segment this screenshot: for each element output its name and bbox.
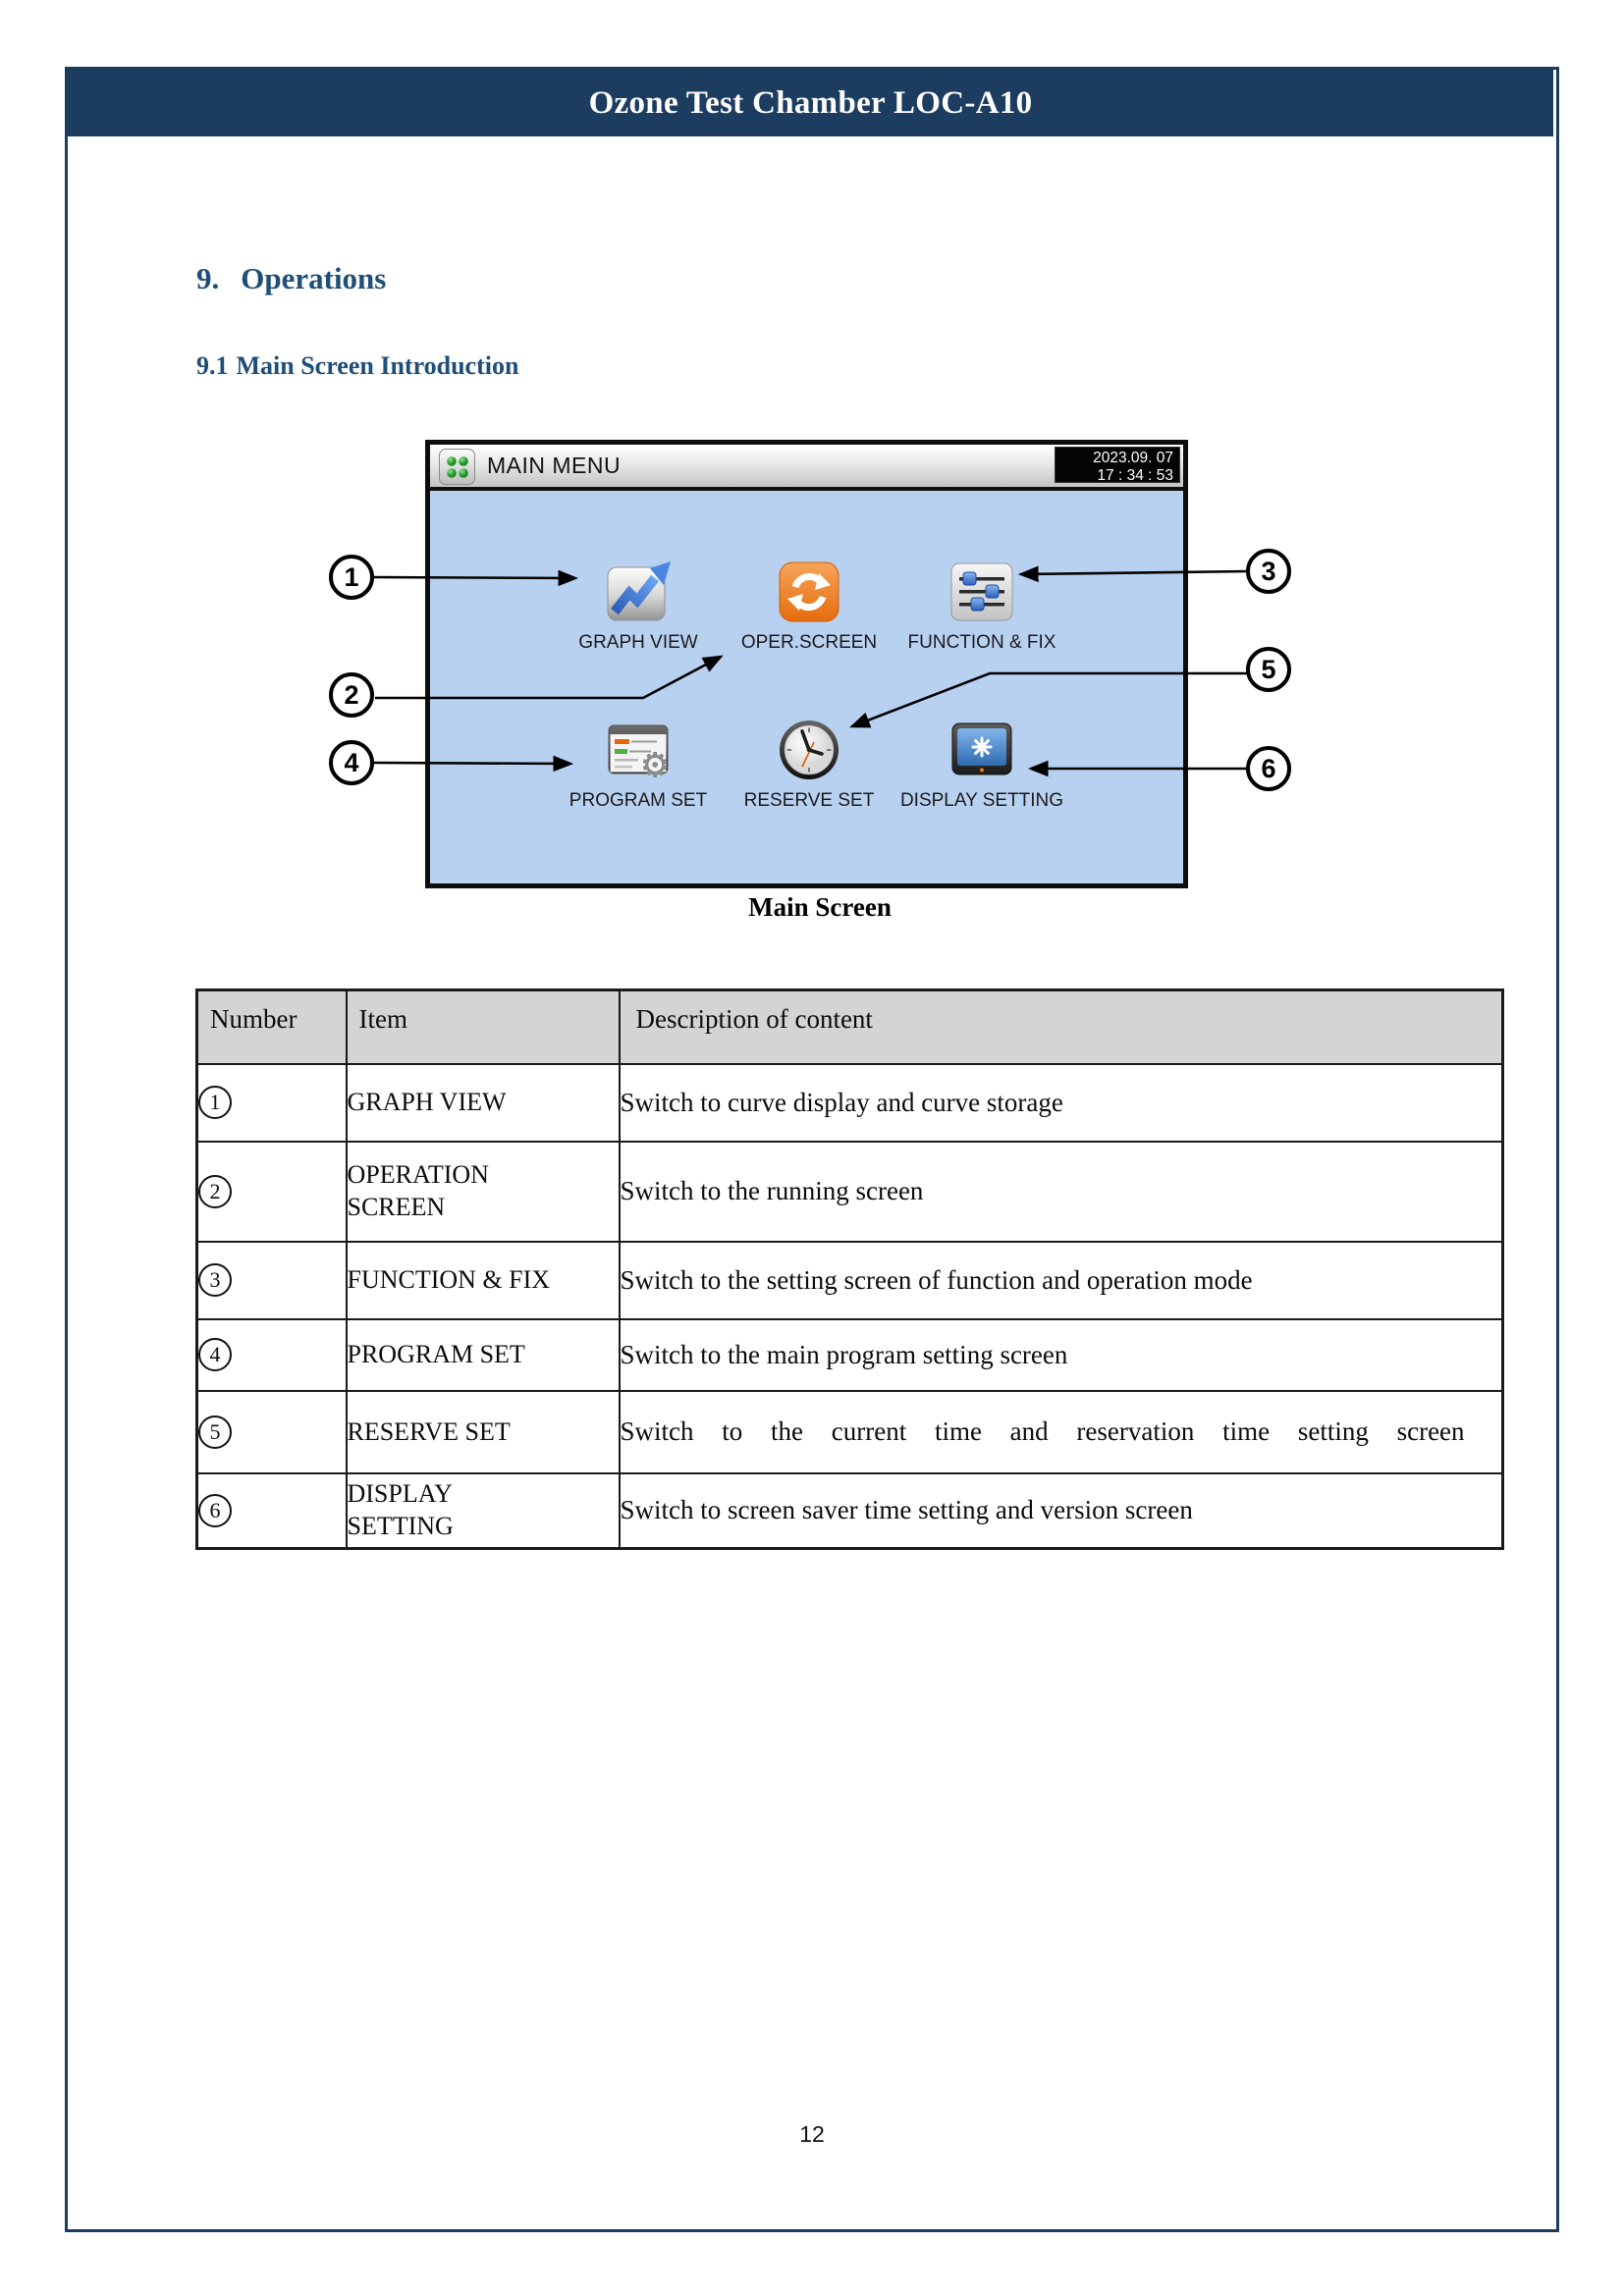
table-row: 4 PROGRAM SET Switch to the main program… — [195, 1317, 1504, 1392]
page-border-frame — [65, 67, 1559, 2232]
row-description: Switch to the current time and reservati… — [618, 1389, 1504, 1474]
table-row: 6 DISPLAY SETTING Switch to screen saver… — [195, 1471, 1504, 1550]
program-set-icon: ⚙ — [545, 719, 731, 781]
callout-circle-6: 6 — [1246, 746, 1291, 791]
row-number-badge: 6 — [198, 1493, 232, 1527]
row-number-badge: 2 — [198, 1174, 232, 1208]
main-screen-figure: MAIN MENU 2023.09. 07 17 : 34 : 53 — [324, 440, 1316, 935]
section-title: Operations — [241, 261, 387, 295]
menu-item-graph-view[interactable]: GRAPH VIEW — [545, 561, 731, 654]
table-row: 1 GRAPH VIEW Switch to curve display and… — [195, 1062, 1504, 1143]
device-screen-body: GRAPH VIEW OPER.SCREEN — [430, 491, 1183, 883]
reserve-set-icon — [716, 719, 902, 781]
display-setting-icon — [889, 719, 1075, 781]
row-number-badge: 4 — [198, 1338, 232, 1371]
row-item: GRAPH VIEW — [347, 1088, 507, 1117]
datetime-display: 2023.09. 07 17 : 34 : 53 — [1055, 447, 1180, 484]
row-item: DISPLAY SETTING — [347, 1479, 454, 1540]
menu-item-reserve-set[interactable]: RESERVE SET — [716, 719, 902, 812]
table-row: 5 RESERVE SET Switch to the current time… — [195, 1389, 1504, 1474]
page-number: 12 — [799, 2121, 825, 2147]
row-item: OPERATION SCREEN — [347, 1160, 489, 1221]
row-number-badge: 3 — [198, 1263, 232, 1297]
menu-label: OPER.SCREEN — [740, 632, 878, 653]
row-description: Switch to the main program setting scree… — [618, 1317, 1504, 1392]
menu-label: PROGRAM SET — [568, 790, 708, 811]
row-item: FUNCTION & FIX — [347, 1265, 551, 1295]
callout-circle-5: 5 — [1246, 647, 1291, 692]
operations-table: Number Item Description of content 1 GRA… — [195, 988, 1504, 1550]
svg-text:⚙: ⚙ — [640, 746, 670, 779]
menu-grid-button[interactable] — [439, 449, 475, 485]
table-header-row: Number Item Description of content — [195, 988, 1504, 1065]
callout-circle-2: 2 — [329, 672, 374, 718]
header-description: Description of content — [618, 988, 1504, 1065]
menu-item-function-fix[interactable]: FUNCTION & FIX — [889, 561, 1075, 654]
row-item: PROGRAM SET — [347, 1340, 525, 1369]
oper-screen-icon — [716, 561, 902, 623]
row-description: Switch to curve display and curve storag… — [618, 1062, 1504, 1143]
screen-title: MAIN MENU — [487, 453, 622, 478]
banner-title: Ozone Test Chamber LOC-A10 — [588, 85, 1033, 121]
callout-circle-1: 1 — [329, 555, 374, 600]
row-number-badge: 5 — [198, 1415, 232, 1449]
table-row: 3 FUNCTION & FIX Switch to the setting s… — [195, 1240, 1504, 1320]
row-item: RESERVE SET — [347, 1416, 511, 1446]
green-dots-grid-icon — [447, 456, 468, 478]
row-number-badge: 1 — [198, 1086, 232, 1119]
header-number: Number — [195, 988, 348, 1065]
time-text: 17 : 34 : 53 — [1097, 467, 1173, 484]
header-item: Item — [345, 988, 621, 1065]
subsection-title: Main Screen Introduction — [236, 351, 519, 380]
row-description: Switch to the setting screen of function… — [618, 1240, 1504, 1320]
section-heading: 9. Operations — [196, 261, 386, 296]
menu-label: DISPLAY SETTING — [899, 790, 1064, 811]
subsection-number: 9.1 — [196, 351, 229, 380]
menu-label: FUNCTION & FIX — [907, 632, 1056, 653]
menu-label: GRAPH VIEW — [578, 632, 698, 653]
date-text: 2023.09. 07 — [1093, 450, 1173, 466]
function-fix-icon — [889, 561, 1075, 623]
page-banner: Ozone Test Chamber LOC-A10 — [68, 70, 1553, 136]
device-titlebar: MAIN MENU 2023.09. 07 17 : 34 : 53 — [430, 445, 1183, 491]
callout-circle-3: 3 — [1246, 549, 1291, 594]
callout-circle-4: 4 — [329, 740, 374, 785]
section-number: 9. — [196, 261, 220, 295]
menu-item-display-setting[interactable]: DISPLAY SETTING — [889, 719, 1075, 812]
graph-view-icon — [545, 561, 731, 623]
menu-label: RESERVE SET — [743, 790, 875, 811]
row-description: Switch to the running screen — [618, 1140, 1504, 1243]
device-screenshot: MAIN MENU 2023.09. 07 17 : 34 : 53 — [425, 440, 1188, 888]
row-description: Switch to screen saver time setting and … — [618, 1471, 1504, 1550]
menu-item-program-set[interactable]: ⚙ PROGRAM SET — [545, 719, 731, 812]
menu-item-oper-screen[interactable]: OPER.SCREEN — [716, 561, 902, 654]
table-row: 2 OPERATION SCREEN Switch to the running… — [195, 1140, 1504, 1243]
figure-caption: Main Screen — [748, 892, 892, 922]
